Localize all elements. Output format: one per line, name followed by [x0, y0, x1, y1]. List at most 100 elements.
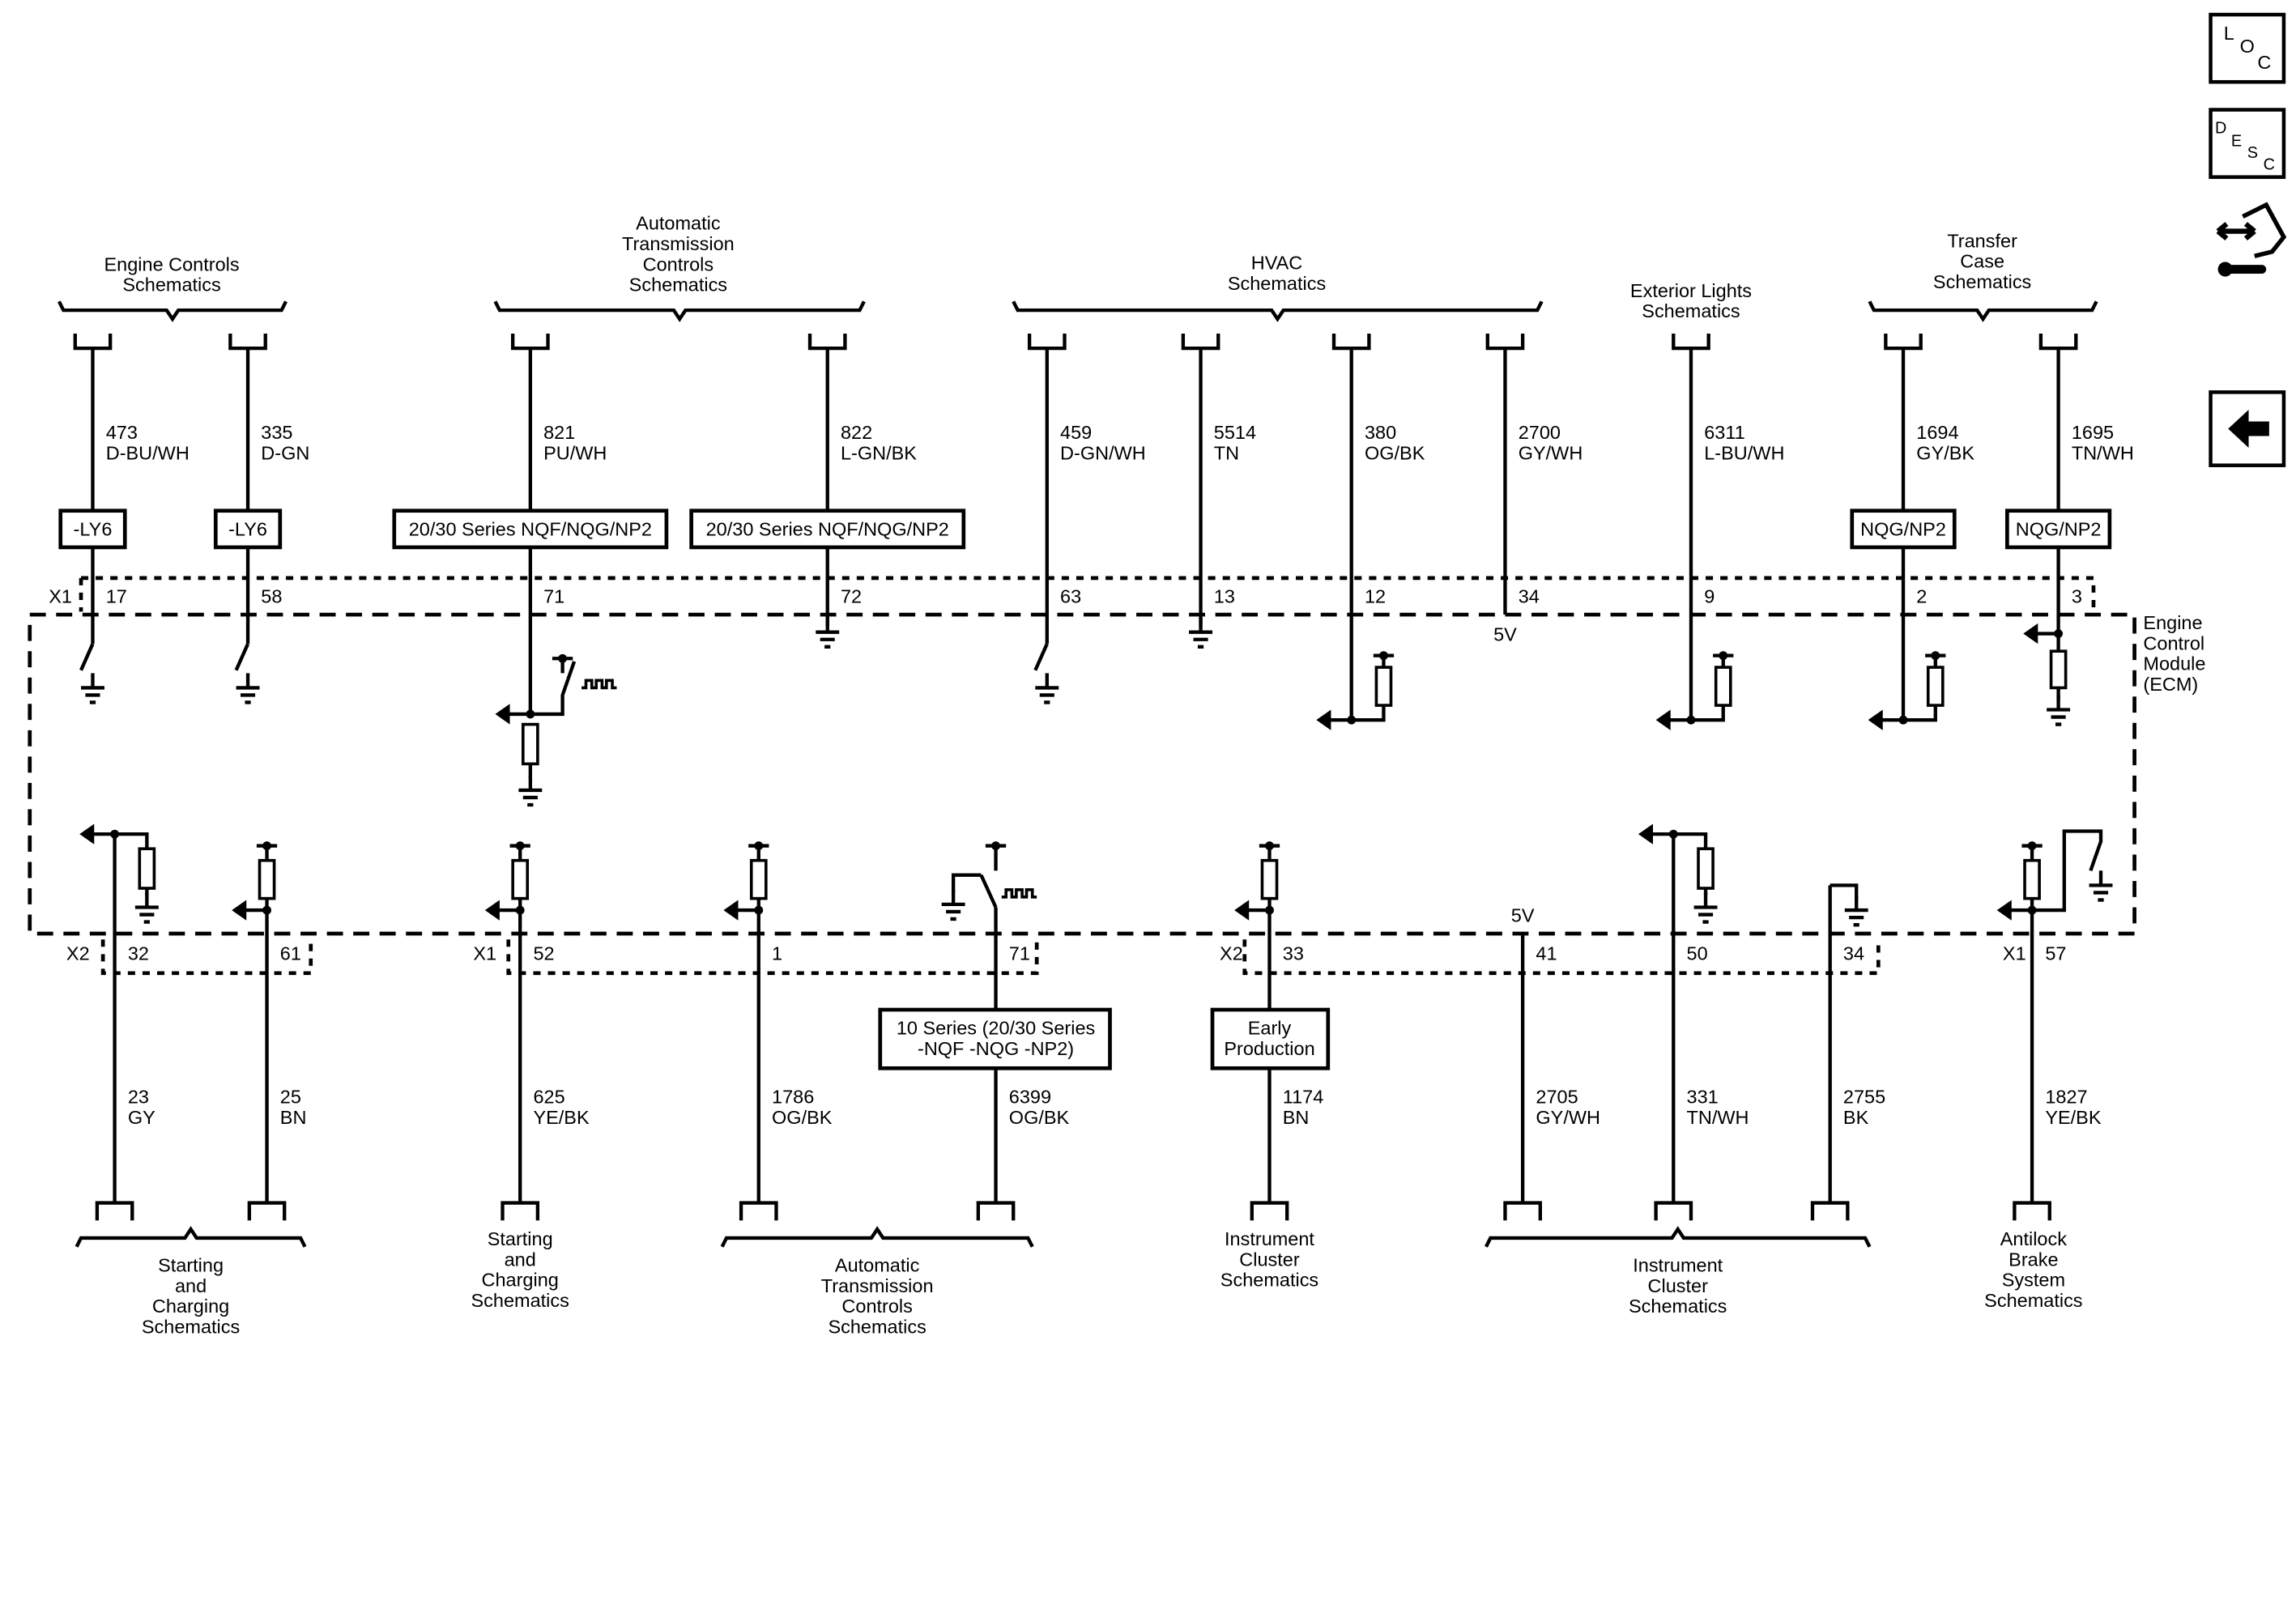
ground-icon [941, 889, 965, 921]
connector-x2-label: X2 [1220, 943, 1243, 964]
wire [1673, 832, 1708, 849]
source-schematic-label: Engine Controls [104, 253, 240, 274]
pin-number: 9 [1704, 586, 1715, 607]
harness-connector-icon [739, 1201, 778, 1221]
option-label: -LY6 [228, 518, 267, 539]
connector-x1-label: X1 [49, 586, 72, 607]
splice-node [2027, 841, 2037, 851]
resistor-icon [1374, 666, 1393, 707]
source-schematic-label: Transfer [1947, 230, 2017, 251]
destination-schematic-label: Cluster [1239, 1249, 1300, 1270]
circuit-number: 23 [128, 1087, 149, 1108]
x2-left-connector-outline [100, 939, 313, 976]
ground-icon [1189, 617, 1213, 649]
wire-color: D-GN [261, 442, 309, 463]
pin-number: 63 [1060, 586, 1081, 607]
circuit-number: 821 [543, 422, 575, 443]
wire [1690, 705, 1725, 722]
x1-mid-connector-outline [506, 939, 1039, 976]
destination-schematic-label: System [2002, 1270, 2065, 1291]
pin-number: 12 [1365, 586, 1386, 607]
arrow-left-icon [2023, 623, 2038, 645]
splice-node [1379, 651, 1388, 661]
wire-color: YE/BK [533, 1107, 590, 1128]
resistor-icon [2023, 858, 2041, 900]
pin-number: 33 [1283, 943, 1304, 964]
wire-color: GY [128, 1107, 155, 1128]
pin-number: 41 [1536, 943, 1557, 964]
wire-color: BN [1283, 1107, 1310, 1128]
source-schematic-label: Schematics [122, 274, 220, 296]
circuit-number: 331 [1687, 1087, 1719, 1108]
arrow-left-icon [1655, 709, 1671, 730]
ecm-label: (ECM) [2143, 674, 2198, 695]
group-bracket [493, 300, 866, 322]
source-schematic-label: Schematics [1933, 271, 2031, 292]
source-schematic-label: HVAC [1251, 253, 1303, 274]
pin-number: 13 [1214, 586, 1235, 607]
group-bracket [1012, 300, 1544, 322]
circuit-number: 1694 [1916, 422, 1958, 443]
harness-connector-icon [1250, 1201, 1289, 1221]
arrow-left-icon [1234, 900, 1250, 921]
destination-schematic-label: Transmission [821, 1275, 934, 1296]
destination-schematic-label: Schematics [1984, 1290, 2082, 1311]
option-label: 20/30 Series NQF/NQG/NP2 [409, 518, 652, 539]
option-label: NQG/NP2 [1860, 518, 1946, 539]
destination-schematic-label: Charging [482, 1270, 559, 1291]
splice-node [1265, 905, 1274, 915]
ground-icon [1844, 896, 1868, 927]
pin-number: 32 [128, 943, 149, 964]
connector-x1-label: X1 [2003, 943, 2026, 964]
ecm-label: Engine [2143, 612, 2202, 633]
option-label: Production [1224, 1038, 1314, 1059]
destination-schematic-label: Antilock [2000, 1228, 2067, 1249]
wire-color: TN/WH [1687, 1107, 1749, 1128]
group-bracket [1485, 1226, 1872, 1248]
pin-number: 52 [533, 943, 554, 964]
source-schematic-label: Schematics [1228, 273, 1326, 294]
option-box [392, 509, 669, 550]
x1-connector-outline [79, 576, 2096, 612]
wire-color: TN [1214, 442, 1239, 463]
destination-schematic-label: Schematics [1629, 1296, 1727, 1317]
option-label: -LY6 [74, 518, 113, 539]
harness-connector-icon [247, 1201, 287, 1221]
option-label: -NQF -NQG -NP2) [918, 1038, 1074, 1059]
back-arrow-button[interactable] [2209, 390, 2286, 467]
resistor-icon [1697, 847, 1715, 890]
description-button[interactable]: D E S C [2209, 108, 2286, 179]
wire-color: TN/WH [2072, 442, 2134, 463]
option-box [58, 509, 127, 550]
pin-number: 57 [2045, 943, 2066, 964]
source-schematic-label: Controls [643, 253, 714, 274]
option-label: Early [1248, 1018, 1292, 1039]
circuit-number: 380 [1365, 422, 1396, 443]
resistor-icon [749, 858, 768, 900]
desc-letter: D [2215, 119, 2226, 137]
harness-connector-icon [1331, 334, 1371, 351]
circuit-number: 6399 [1009, 1087, 1051, 1108]
source-schematic-label: Transmission [622, 233, 735, 254]
splice-node [991, 841, 1000, 851]
switch-icon [979, 874, 998, 908]
wire-color: PU/WH [543, 442, 607, 463]
wire-color: OG/BK [772, 1107, 833, 1128]
pin-number: 2 [1916, 586, 1927, 607]
location-button[interactable]: L O C [2209, 12, 2286, 84]
harness-connector-icon [807, 334, 847, 351]
harness-connector-icon [1672, 334, 1710, 351]
group-bracket [1868, 300, 2098, 322]
circuit-number: 25 [280, 1087, 301, 1108]
ground-icon [518, 775, 543, 807]
connector-repair-wrench-icon[interactable] [2216, 202, 2287, 277]
harness-connector-icon [1884, 334, 1923, 351]
pulse-signal-icon [1001, 887, 1037, 899]
splice-node [262, 841, 271, 851]
resistor-icon [2049, 649, 2068, 690]
wire-color: L-BU/WH [1704, 442, 1784, 463]
arrow-left-icon [79, 823, 95, 845]
switch-icon [530, 661, 577, 717]
arrow-left-icon [1316, 709, 1331, 730]
